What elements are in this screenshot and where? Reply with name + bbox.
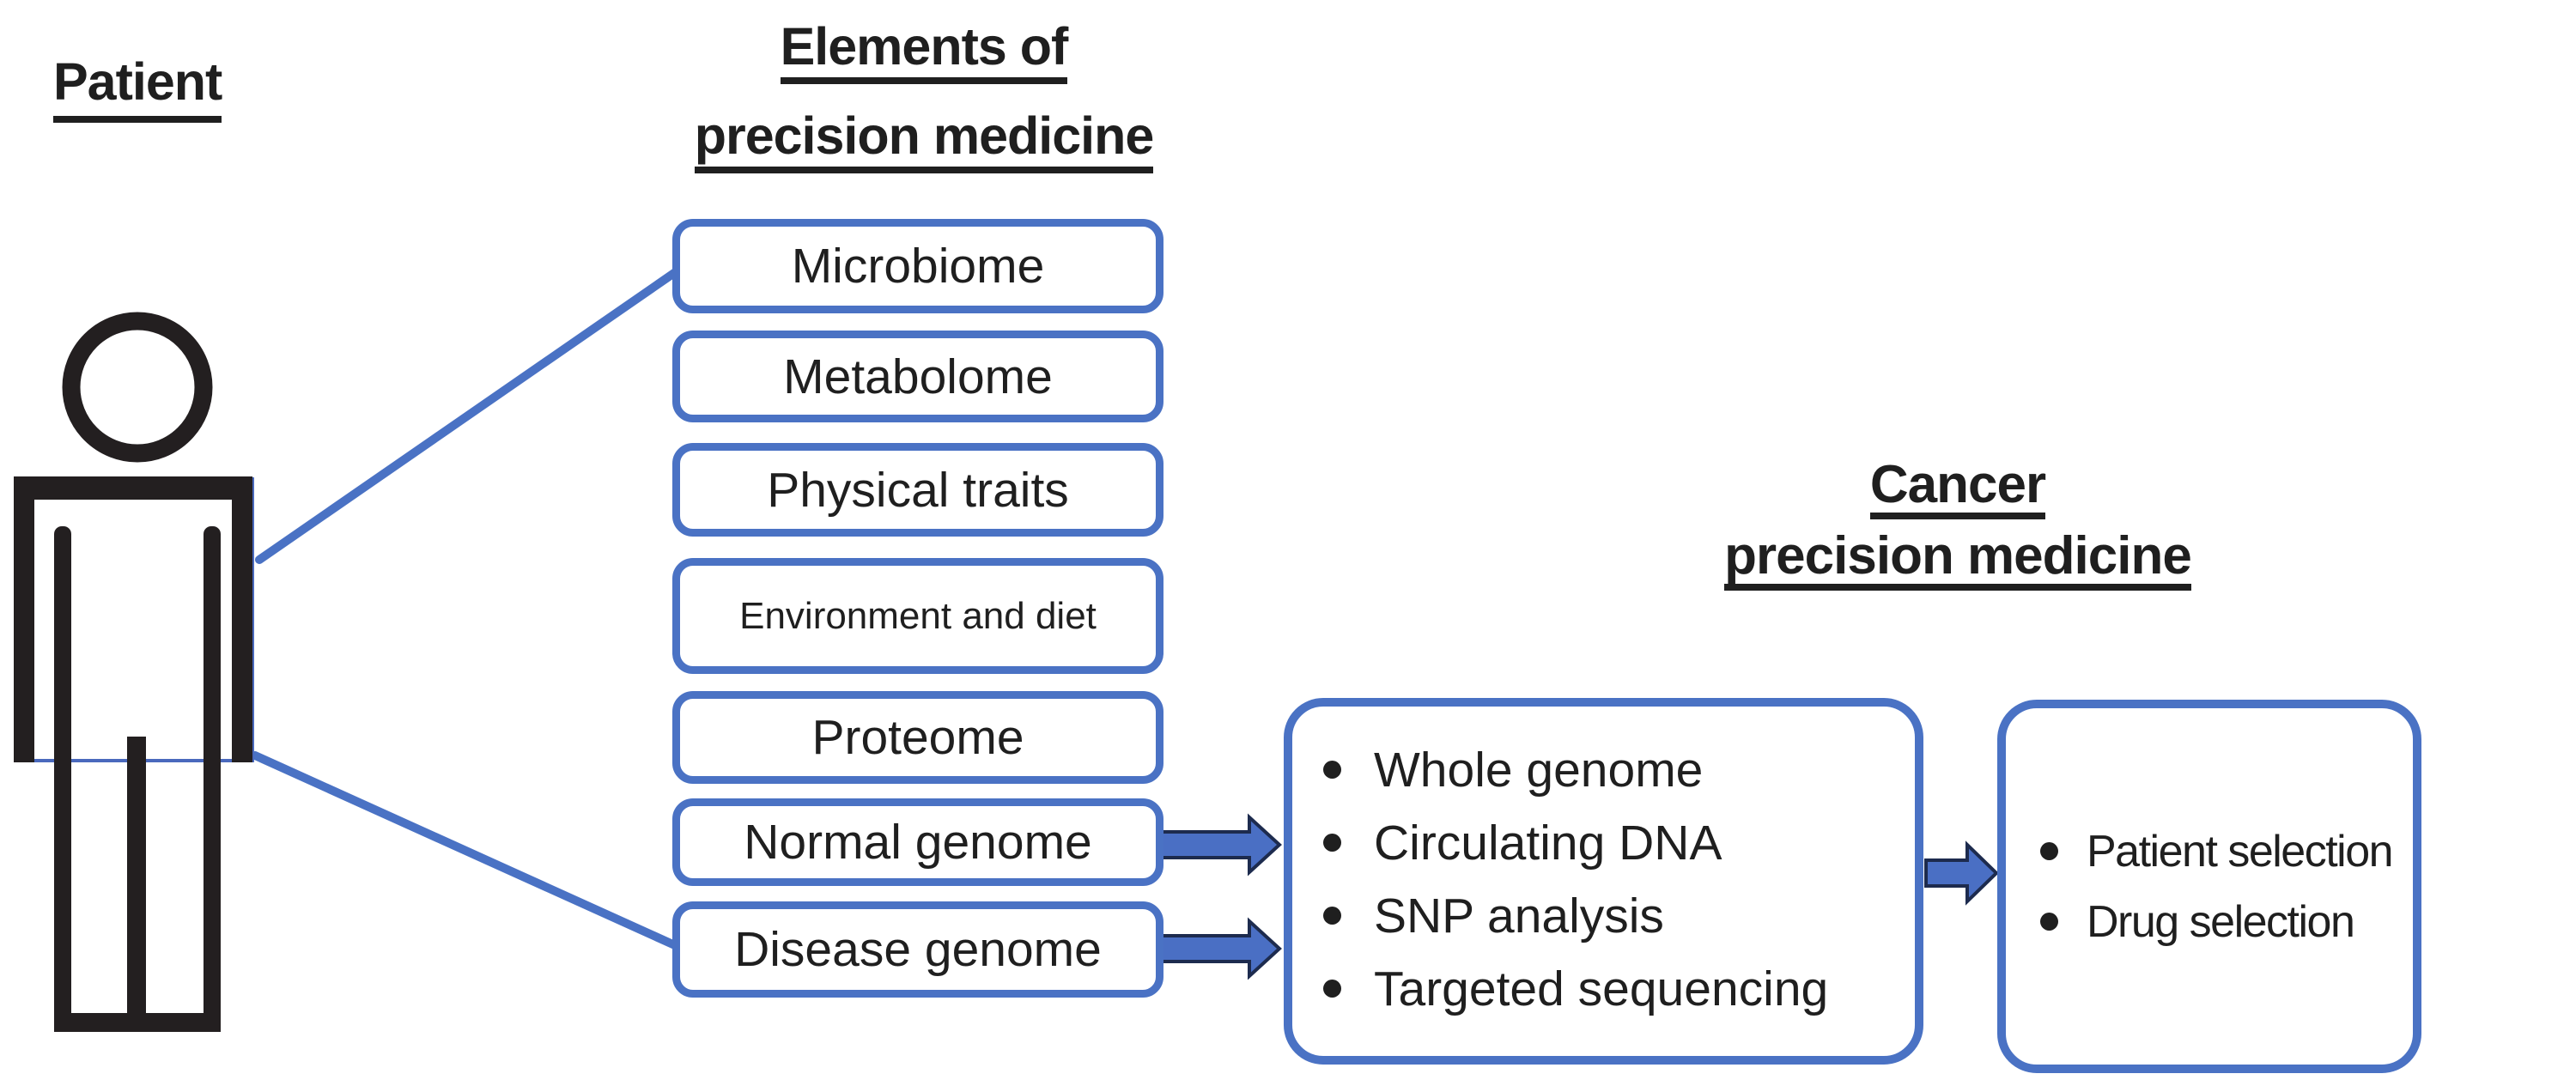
connector-line-patient-to-microbiome — [255, 267, 681, 564]
outcome-selection-box: Patient selection Drug selection — [1997, 700, 2421, 1073]
genomic-analysis-list: Whole genome Circulating DNA SNP analysi… — [1292, 707, 1915, 1025]
element-box-metabolome: Metabolome — [672, 331, 1163, 422]
patient-heading: Patient — [53, 52, 222, 123]
element-box-proteome: Proteome — [672, 691, 1163, 784]
outcome-selection-list: Patient selection Drug selection — [2006, 816, 2413, 957]
cancer-heading-line2: precision medicine — [1724, 530, 2192, 591]
element-box-microbiome: Microbiome — [672, 219, 1163, 313]
element-box-label: Metabolome — [783, 349, 1053, 404]
elements-heading-line1: Elements of — [780, 21, 1068, 84]
element-box-label: Disease genome — [734, 922, 1102, 977]
list-item: SNP analysis — [1292, 879, 1915, 952]
cancer-heading-line1: Cancer — [1869, 458, 2046, 519]
arrow-disease-genome-to-analysis — [1157, 917, 1282, 980]
arrow-analysis-to-outcome — [1924, 840, 1999, 906]
figure-left-arm — [14, 476, 34, 762]
list-item: Patient selection — [2006, 816, 2413, 887]
arrow-normal-genome-to-analysis — [1157, 813, 1282, 877]
figure-torso-right — [204, 526, 221, 1032]
element-box-normal-genome: Normal genome — [672, 798, 1163, 886]
element-box-label: Microbiome — [791, 239, 1045, 294]
element-box-label: Proteome — [811, 710, 1024, 765]
figure-torso-left — [54, 526, 71, 1032]
elements-heading-line2: precision medicine — [694, 110, 1154, 173]
list-item: Circulating DNA — [1292, 806, 1915, 879]
patient-person-icon — [14, 312, 254, 1032]
figure-center-line — [127, 737, 146, 1032]
connector-line-patient-to-disease-genome — [251, 751, 681, 950]
list-item: Targeted sequencing — [1292, 952, 1915, 1025]
element-box-disease-genome: Disease genome — [672, 901, 1163, 998]
figure-right-arm — [232, 476, 252, 762]
list-item: Drug selection — [2006, 887, 2413, 957]
genomic-analysis-box: Whole genome Circulating DNA SNP analysi… — [1284, 698, 1923, 1065]
element-box-label: Physical traits — [767, 462, 1069, 518]
element-box-label: Environment and diet — [739, 594, 1097, 637]
list-item: Whole genome — [1292, 733, 1915, 806]
element-box-physical-traits: Physical traits — [672, 443, 1163, 537]
element-box-label: Normal genome — [744, 815, 1092, 870]
figure-head — [62, 312, 213, 463]
patient-heading-text: Patient — [53, 52, 222, 123]
figure-shoulders — [14, 476, 252, 500]
elements-heading: Elements of precision medicine — [580, 21, 1267, 173]
element-box-environment-and-diet: Environment and diet — [672, 558, 1163, 674]
cancer-heading: Cancer precision medicine — [1700, 458, 2215, 591]
